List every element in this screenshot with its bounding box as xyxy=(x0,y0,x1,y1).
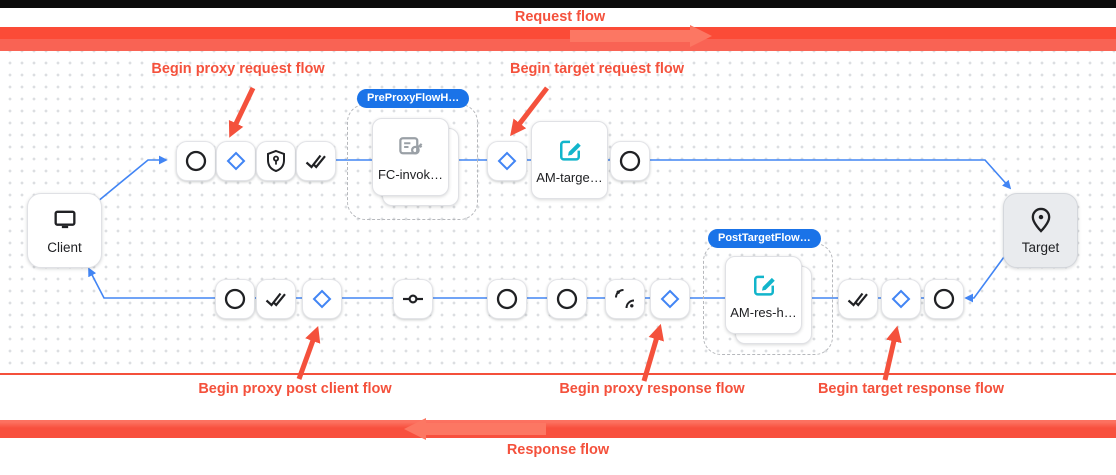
shield-key-icon xyxy=(267,149,285,173)
pre-proxy-flowhook-badge[interactable]: PreProxyFlowH… xyxy=(357,89,470,108)
post-target-flowhook-badge[interactable]: PostTargetFlow… xyxy=(708,229,821,248)
diamond-icon xyxy=(226,151,246,171)
begin-target-response-diamond[interactable] xyxy=(881,279,921,319)
client-node[interactable]: Client xyxy=(27,193,102,268)
begin-proxy-response-label: Begin proxy response flow xyxy=(559,381,745,397)
request-step-circle[interactable] xyxy=(176,141,216,181)
response-step-circle-client[interactable] xyxy=(215,279,255,319)
circle-icon xyxy=(185,150,207,172)
diamond-icon xyxy=(497,151,517,171)
begin-target-request-diamond[interactable] xyxy=(487,141,527,181)
target-node[interactable]: Target xyxy=(1003,193,1078,268)
request-direction-arrow-icon xyxy=(570,25,712,47)
am-response-policy[interactable]: AM-res-h… xyxy=(725,256,802,334)
request-step-circle-end[interactable] xyxy=(610,141,650,181)
begin-proxy-post-client-diamond[interactable] xyxy=(302,279,342,319)
target-label: Target xyxy=(1021,240,1060,255)
fc-invoke-policy[interactable]: FC-invok… xyxy=(372,118,449,196)
response-step-circle-mid2[interactable] xyxy=(547,279,587,319)
diamond-icon xyxy=(312,289,332,309)
double-check-icon xyxy=(847,292,868,307)
broadcast-icon xyxy=(615,289,635,309)
begin-proxy-response-diamond[interactable] xyxy=(650,279,690,319)
am-target-label: AM-targe… xyxy=(536,170,603,185)
response-step-commit[interactable] xyxy=(393,279,433,319)
diamond-icon xyxy=(891,289,911,309)
request-flow-bar xyxy=(0,25,1116,51)
begin-target-response-label: Begin target response flow xyxy=(817,381,1005,397)
response-flow-title: Response flow xyxy=(506,442,610,458)
response-step-broadcast[interactable] xyxy=(605,279,645,319)
am-target-policy[interactable]: AM-targe… xyxy=(531,121,608,199)
circle-icon xyxy=(933,288,955,310)
flow-canvas xyxy=(0,51,1116,375)
fc-invoke-label: FC-invok… xyxy=(377,167,443,182)
begin-target-request-label: Begin target request flow xyxy=(509,61,685,77)
commit-icon xyxy=(403,294,423,304)
diamond-icon xyxy=(660,289,680,309)
monitor-icon xyxy=(54,210,75,229)
circle-icon xyxy=(556,288,578,310)
am-response-label: AM-res-h… xyxy=(730,305,797,320)
top-black-bar xyxy=(0,0,1116,8)
response-step-circle-target[interactable] xyxy=(924,279,964,319)
circle-icon xyxy=(496,288,518,310)
begin-proxy-request-label: Begin proxy request flow xyxy=(151,61,325,77)
response-flow-bar xyxy=(0,418,1116,440)
place-pin-icon xyxy=(1031,207,1050,233)
begin-proxy-request-diamond[interactable] xyxy=(216,141,256,181)
circle-icon xyxy=(224,288,246,310)
assign-message-edit-icon xyxy=(753,275,775,296)
assign-message-edit-icon xyxy=(559,140,581,161)
circle-icon xyxy=(619,150,641,172)
response-direction-arrow-icon xyxy=(404,418,546,440)
double-check-icon xyxy=(265,292,286,307)
begin-proxy-post-client-label: Begin proxy post client flow xyxy=(198,381,392,397)
flow-callout-icon xyxy=(398,137,422,155)
response-step-verify-left[interactable] xyxy=(256,279,296,319)
request-step-security[interactable] xyxy=(256,141,296,181)
response-step-circle-mid1[interactable] xyxy=(487,279,527,319)
request-step-verify[interactable] xyxy=(296,141,336,181)
double-check-icon xyxy=(305,154,326,169)
response-step-verify-right[interactable] xyxy=(838,279,878,319)
request-flow-title: Request flow xyxy=(514,9,606,25)
client-label: Client xyxy=(47,240,82,255)
